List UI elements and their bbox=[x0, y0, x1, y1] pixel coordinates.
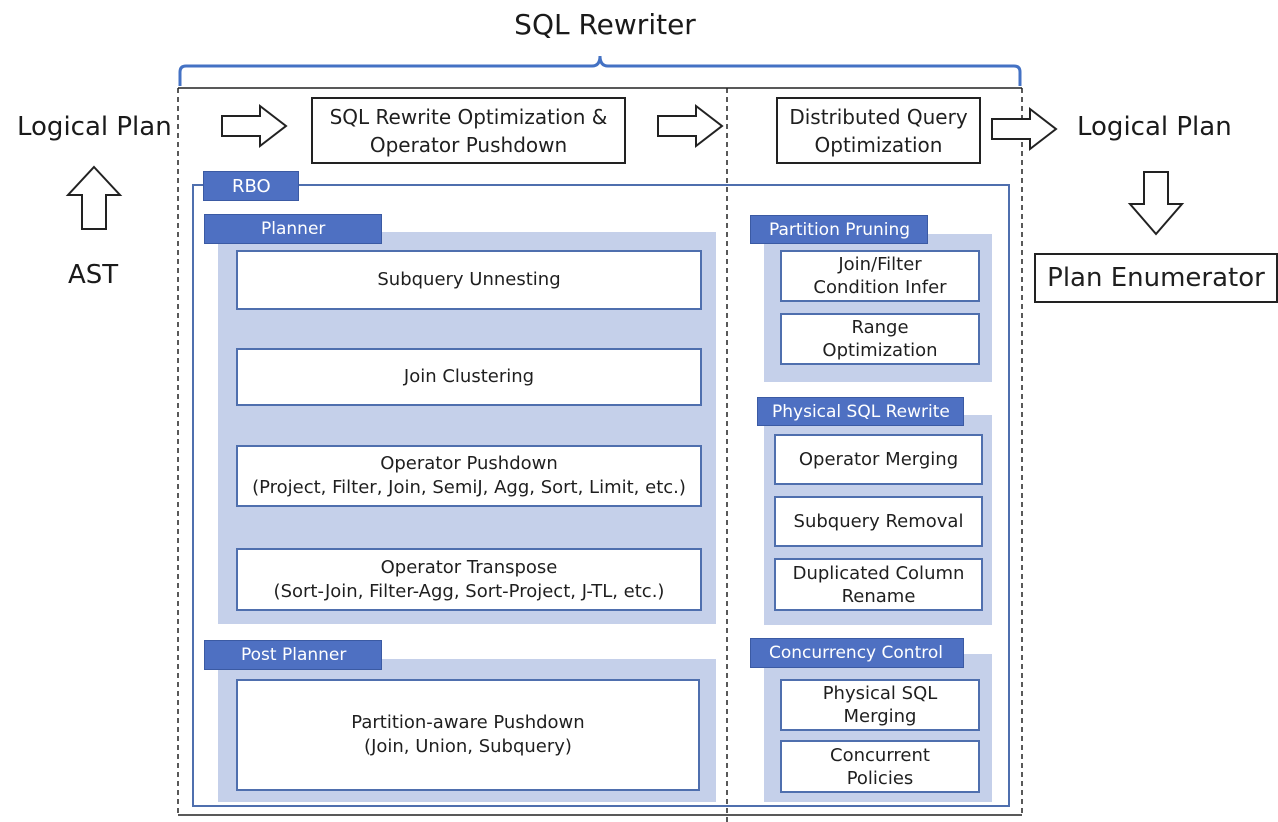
title-brace bbox=[178, 55, 1022, 86]
concurrency-control-tag: Concurrency Control bbox=[750, 638, 964, 668]
operator-transpose-box: Operator Transpose (Sort-Join, Filter-Ag… bbox=[236, 548, 702, 611]
range-optimization-box: Range Optimization bbox=[780, 313, 980, 365]
down-arrow-icon bbox=[1127, 171, 1185, 236]
ast-label: AST bbox=[68, 260, 119, 290]
physical-sql-merging-box: Physical SQL Merging bbox=[780, 679, 980, 731]
join-filter-condition-infer-box: Join/Filter Condition Infer bbox=[780, 250, 980, 302]
plan-enumerator-box: Plan Enumerator bbox=[1034, 253, 1278, 303]
right-arrow-icon-3 bbox=[991, 106, 1058, 152]
right-arrow-icon-2 bbox=[657, 103, 724, 149]
sql-rewrite-optimization-box: SQL Rewrite Optimization & Operator Push… bbox=[311, 97, 626, 164]
subquery-unnesting-box: Subquery Unnesting bbox=[236, 250, 702, 310]
up-arrow-icon bbox=[65, 165, 123, 230]
duplicated-column-rename-box: Duplicated Column Rename bbox=[774, 558, 983, 611]
partition-pruning-tag: Partition Pruning bbox=[750, 215, 928, 244]
post-planner-tag: Post Planner bbox=[204, 640, 382, 670]
partition-aware-pushdown-box: Partition-aware Pushdown (Join, Union, S… bbox=[236, 679, 700, 791]
concurrent-policies-box: Concurrent Policies bbox=[780, 740, 980, 793]
planner-tag: Planner bbox=[204, 214, 382, 244]
right-arrow-icon-1 bbox=[221, 103, 288, 149]
right-logical-plan-label: Logical Plan bbox=[1077, 112, 1232, 142]
left-logical-plan-label: Logical Plan bbox=[17, 112, 172, 142]
join-clustering-box: Join Clustering bbox=[236, 348, 702, 406]
diagram-title: SQL Rewriter bbox=[514, 8, 696, 41]
physical-sql-rewrite-tag: Physical SQL Rewrite bbox=[757, 397, 964, 426]
subquery-removal-box: Subquery Removal bbox=[774, 496, 983, 547]
rbo-tag: RBO bbox=[203, 171, 299, 201]
rbo-container bbox=[192, 184, 1010, 807]
operator-pushdown-box: Operator Pushdown (Project, Filter, Join… bbox=[236, 445, 702, 507]
distributed-query-optimization-box: Distributed Query Optimization bbox=[776, 97, 981, 164]
operator-merging-box: Operator Merging bbox=[774, 434, 983, 485]
